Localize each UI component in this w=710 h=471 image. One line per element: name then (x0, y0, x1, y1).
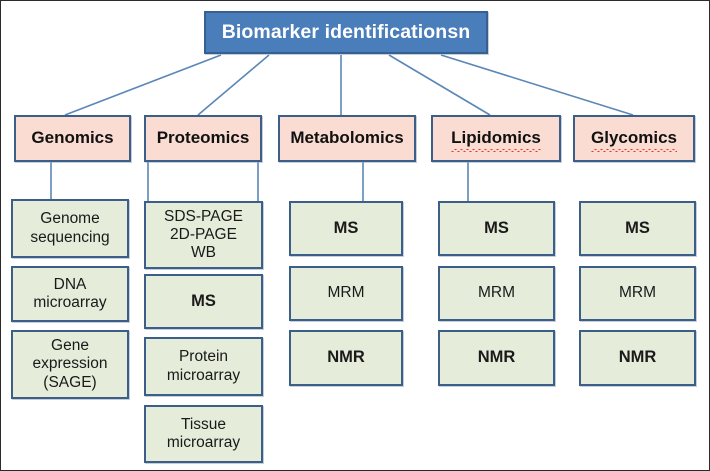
leaf-node-proteomics-ms[interactable]: MS (144, 274, 263, 329)
category-label-metabolomics: Metabolomics (290, 128, 404, 148)
category-label-glycomics: Glycomics (591, 128, 677, 153)
leaf-line: Genome (40, 210, 100, 228)
category-node-glycomics[interactable]: Glycomics (573, 115, 695, 162)
leaf-node-glycomics-nmr[interactable]: NMR (579, 330, 696, 386)
category-node-lipidomics[interactable]: Lipidomics (431, 115, 561, 162)
leaf-line: SDS-PAGE (164, 207, 243, 225)
leaf-node-lipidomics-nmr[interactable]: NMR (438, 330, 555, 386)
connector-title-to-glycomics (440, 54, 634, 116)
leaf-line: sequencing (30, 228, 110, 246)
leaf-node-protein-microarray[interactable]: Protein microarray (144, 337, 263, 396)
leaf-node-genome-sequencing[interactable]: Genome sequencing (11, 199, 129, 258)
leaf-line: MS (625, 218, 650, 237)
leaf-line: MS (333, 218, 359, 237)
category-label-proteomics: Proteomics (156, 128, 250, 148)
leaf-line: microarray (166, 366, 241, 384)
category-node-genomics[interactable]: Genomics (14, 115, 131, 162)
leaf-line: MRM (477, 284, 516, 302)
leaf-node-lipidomics-mrm[interactable]: MRM (438, 266, 555, 321)
leaf-node-tissue-microarray[interactable]: Tissue microarray (144, 405, 263, 463)
leaf-line: MS (484, 218, 509, 237)
leaf-line: Protein (178, 348, 229, 366)
leaf-node-metabolomics-nmr[interactable]: NMR (289, 330, 403, 386)
leaf-node-metabolomics-ms[interactable]: MS (289, 201, 403, 256)
leaf-line: NMR (327, 348, 365, 367)
category-label-genomics: Genomics (31, 128, 114, 148)
category-label-lipidomics: Lipidomics (451, 128, 541, 153)
leaf-line: MS (191, 291, 216, 310)
leaf-node-metabolomics-mrm[interactable]: MRM (289, 266, 403, 321)
leaf-node-gene-expression-sage[interactable]: Gene expression (SAGE) (11, 330, 129, 399)
leaf-node-glycomics-mrm[interactable]: MRM (579, 266, 696, 321)
leaf-line: (SAGE) (43, 373, 97, 391)
leaf-node-glycomics-ms[interactable]: MS (579, 201, 696, 256)
connector-title-to-genomics (64, 54, 222, 116)
leaf-line: microarray (166, 434, 241, 451)
connector-title-to-lipidomics (388, 54, 491, 116)
leaf-node-gel-electrophoresis-methods[interactable]: SDS-PAGE 2D-PAGE WB (144, 201, 263, 269)
leaf-line: DNA (53, 275, 87, 293)
root-node-biomarker-identification[interactable]: Biomarker identificationsn (204, 11, 488, 54)
leaf-line: NMR (477, 348, 516, 367)
leaf-line: MRM (618, 284, 657, 302)
leaf-line: expression (32, 355, 108, 373)
root-node-label: Biomarker identificationsn (221, 21, 471, 43)
leaf-node-dna-microarray[interactable]: DNA microarray (11, 266, 129, 322)
leaf-line: Gene (51, 337, 89, 355)
leaf-line: WB (191, 244, 216, 262)
leaf-line: microarray (33, 294, 107, 311)
leaf-line: Tissue (180, 415, 227, 433)
leaf-node-lipidomics-ms[interactable]: MS (438, 201, 555, 256)
leaf-line: NMR (618, 348, 657, 367)
leaf-line: 2D-PAGE (170, 225, 237, 243)
category-node-metabolomics[interactable]: Metabolomics (278, 115, 416, 162)
leaf-line: MRM (327, 284, 365, 302)
category-node-proteomics[interactable]: Proteomics (144, 115, 262, 162)
connector-title-to-proteomics (197, 54, 270, 116)
